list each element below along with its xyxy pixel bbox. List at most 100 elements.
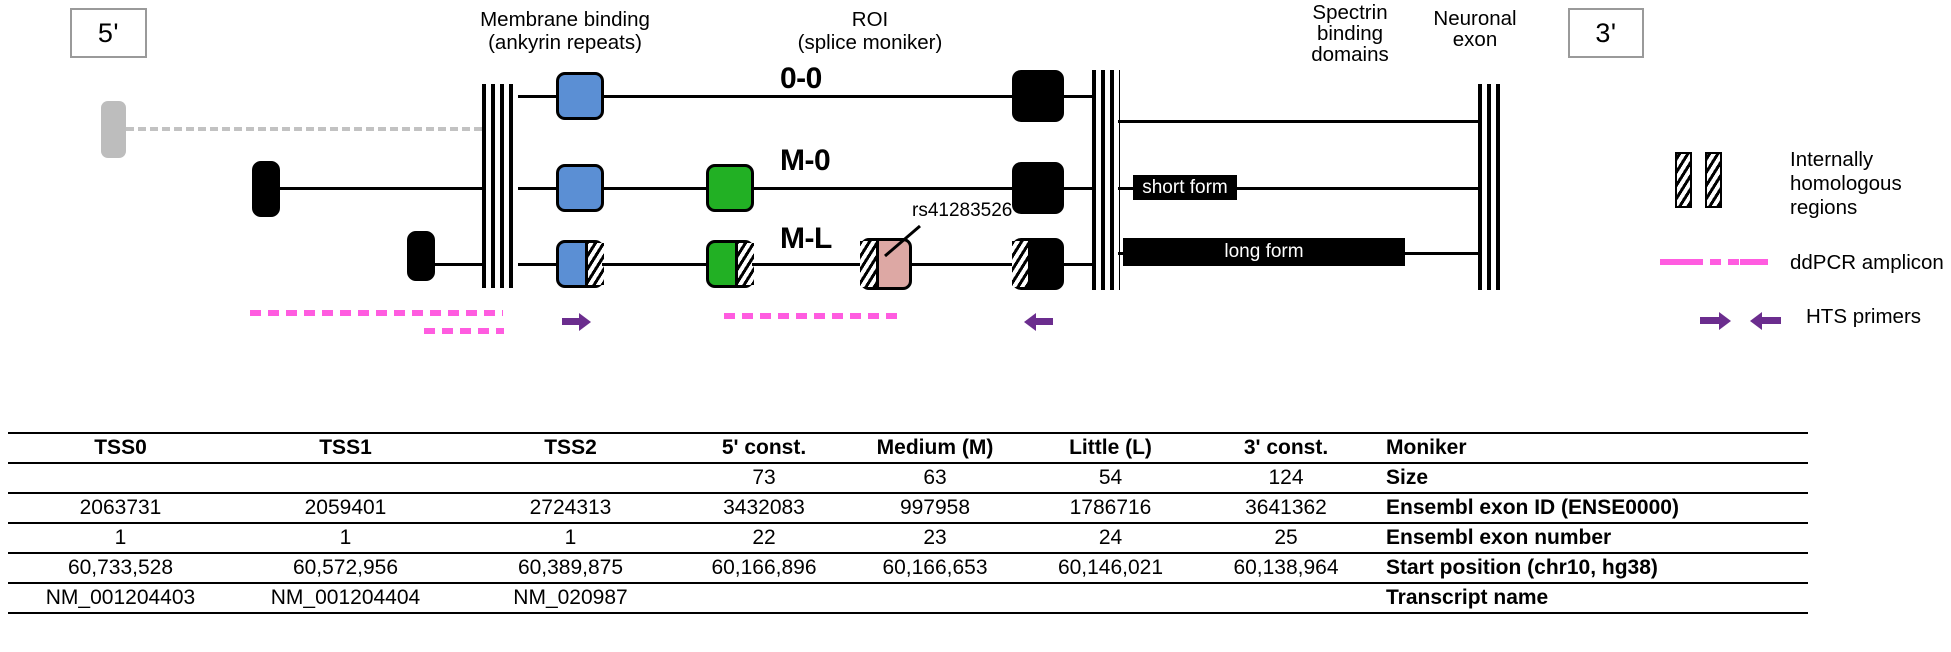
table-column-header: Little (L) [1069, 436, 1152, 459]
table-cell: 2724313 [529, 496, 612, 519]
row1-exon-3const [1012, 70, 1064, 122]
row3-exon-5const [556, 240, 604, 288]
table-cell: 124 [1268, 466, 1304, 489]
row3-backbone-e [1062, 263, 1092, 266]
snp-leader-line [884, 224, 921, 258]
row2-moniker: M-0 [780, 144, 831, 177]
legend-hts-label: HTS primers [1806, 305, 1922, 328]
table-cell [683, 583, 845, 613]
three-prime-box: 3' [1568, 8, 1644, 58]
table-column-header: 3' const. [1243, 436, 1329, 459]
row2-exon-3const [1012, 162, 1064, 214]
table-cell: 60,146,021 [1057, 556, 1164, 579]
short-form-badge: short form [1133, 175, 1237, 200]
homologous-region-icon [735, 243, 754, 285]
legend-hts-forward-arrow [1700, 312, 1736, 330]
table-cell: 60,166,653 [882, 556, 988, 579]
row3-backbone-a [518, 263, 558, 266]
caption-membrane-binding: Membrane binding (ankyrin repeats) [415, 8, 715, 54]
ddpcr-amplicon-bar-2 [424, 328, 504, 334]
row3-moniker: M-L [780, 222, 832, 255]
row3-backbone-d [910, 263, 1012, 266]
hts-primer-reverse-arrow [1024, 313, 1054, 331]
homologous-region-icon [860, 241, 879, 287]
tss0-intron-dashed [126, 127, 482, 131]
caption-spectrin-line1: Spectrin [1312, 1, 1388, 24]
table-cell: 3432083 [723, 496, 805, 519]
spectrin-binding-stripes [1092, 70, 1120, 290]
row1-backbone-b [602, 95, 1014, 98]
table-cell [8, 463, 233, 493]
caption-neuronal-exon: Neuronal exon [1410, 8, 1540, 50]
row1-backbone-c [1062, 95, 1092, 98]
row1-backbone-a [518, 95, 558, 98]
row2-backbone-b [602, 187, 708, 190]
table-column-header: TSS0 [94, 436, 147, 459]
table-row-label: Size [1386, 466, 1429, 489]
legend-homologous-icon-a [1675, 152, 1692, 208]
caption-spectrin-binding-domains: Spectrin binding domains [1295, 2, 1405, 65]
tss1-box [252, 161, 280, 217]
caption-roi: ROI (splice moniker) [735, 8, 1005, 54]
snp-label: rs41283526 [912, 200, 1013, 221]
table-cell: 1 [339, 526, 352, 549]
caption-spectrin-line2: binding [1316, 22, 1384, 45]
row2-backbone-d [1062, 187, 1092, 190]
table-cell: 2059401 [304, 496, 387, 519]
table-cell: 997958 [899, 496, 971, 519]
table-cell: 1 [114, 526, 127, 549]
row3-exon-medium [706, 240, 754, 288]
table-cell: 60,138,964 [1233, 556, 1339, 579]
table-cell [233, 463, 458, 493]
table-cell: 60,166,896 [711, 556, 817, 579]
row2-exon-medium [706, 164, 754, 212]
table-header-row: TSS0 TSS1 TSS2 5' const. Medium (M) Little (L… [8, 433, 1808, 463]
table-cell [1196, 583, 1376, 613]
table-column-header: 5' const. [721, 436, 807, 459]
row2-backbone-c [752, 187, 1014, 190]
legend-homologous-label: Internally homologous regions [1790, 148, 1951, 220]
caption-roi-line2: (splice moniker) [797, 31, 943, 54]
table-cell: 2063731 [79, 496, 162, 519]
caption-neuronal-line1: Neuronal [1433, 7, 1517, 30]
legend-homologous-line2: homologous [1790, 172, 1902, 195]
table-cell: 24 [1098, 526, 1123, 549]
legend-homologous-icon-b [1705, 152, 1722, 208]
table-column-header: Medium (M) [876, 436, 994, 459]
table-cell: 54 [1098, 466, 1123, 489]
table-row-label: Ensembl exon ID (ENSE0000) [1386, 496, 1679, 519]
table-cell [1025, 583, 1196, 613]
row3-backbone-b [602, 263, 708, 266]
caption-neuronal-line2: exon [1452, 28, 1498, 51]
legend-ddpcr-label: ddPCR amplicon [1790, 251, 1944, 274]
caption-membrane-binding-line2: (ankyrin repeats) [488, 31, 642, 54]
neuronal-row2-line [1118, 187, 1480, 190]
table-row: 2063731 2059401 2724313 3432083 997958 178671… [8, 493, 1808, 523]
row1-moniker: 0-0 [780, 62, 822, 95]
table-row-label: Transcript name [1386, 586, 1549, 609]
ddpcr-amplicon-bar-3 [724, 313, 904, 319]
table-column-header: TSS1 [319, 436, 372, 459]
table-cell: 3641362 [1245, 496, 1327, 519]
table-cell: 60,733,528 [67, 556, 174, 579]
ankyrin-repeats-stripes [482, 84, 518, 288]
tss0-box [101, 101, 126, 158]
legend-homologous-line3: regions [1790, 196, 1858, 219]
table-column-header: TSS2 [544, 436, 597, 459]
hts-primer-forward-arrow [562, 313, 592, 331]
caption-roi-line1: ROI [851, 8, 889, 31]
row3-backbone-c [752, 263, 865, 266]
table-cell: 60,572,956 [292, 556, 399, 579]
row2-backbone-a [518, 187, 558, 190]
long-form-badge: long form [1123, 238, 1405, 266]
row3-backbone-intron [433, 263, 484, 266]
homologous-region-icon [1012, 241, 1031, 287]
table-cell: 1786716 [1069, 496, 1152, 519]
neuronal-exon-right-stripes [1478, 84, 1500, 290]
row2-backbone-intron [278, 187, 484, 190]
table-cell: 1 [564, 526, 577, 549]
